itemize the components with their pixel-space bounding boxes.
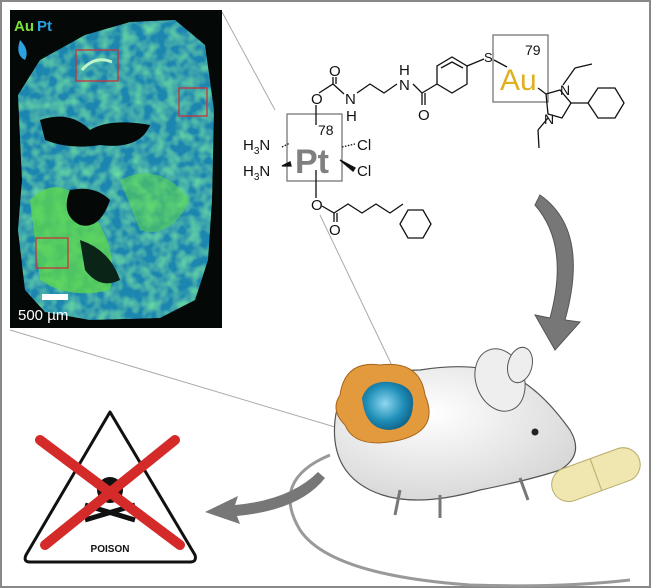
svg-text:N: N [560, 82, 570, 98]
pt-symbol: Pt [295, 143, 329, 181]
svg-text:O: O [311, 91, 323, 108]
svg-text:H: H [346, 108, 357, 125]
legend-au: Au [14, 18, 34, 35]
poison-sign: POISON [23, 410, 197, 564]
svg-text:O: O [311, 197, 323, 214]
svg-text:Cl: Cl [357, 137, 371, 154]
au-element-box [492, 34, 549, 103]
arrow-down-icon [534, 194, 582, 351]
roi-box [35, 237, 69, 269]
legend-pt: Pt [37, 18, 52, 35]
poison-label: POISON [91, 544, 130, 555]
pt-element-box [286, 113, 343, 182]
roi-box [75, 49, 119, 82]
scale-bar-label: 500 µm [18, 307, 68, 324]
svg-text:H3N: H3N [243, 137, 270, 157]
scale-bar [42, 294, 68, 300]
roi-box [178, 87, 208, 117]
svg-text:N: N [399, 77, 410, 94]
svg-text:H3N: H3N [243, 163, 270, 183]
au-atomic-number: 79 [525, 42, 541, 58]
elemental-map-image: Au Pt 500 µm [10, 10, 222, 328]
chemical-structure [281, 34, 625, 239]
svg-text:N: N [345, 91, 356, 108]
svg-text:N: N [544, 111, 554, 127]
pt-atomic-number: 78 [318, 122, 334, 138]
pill-icon [551, 447, 641, 503]
mouse-illustration [288, 346, 641, 588]
au-symbol: Au [500, 64, 537, 97]
svg-text:O: O [329, 63, 341, 80]
prohibited-cross-icon [35, 435, 185, 550]
svg-text:O: O [329, 222, 341, 239]
svg-text:S: S [484, 50, 493, 65]
svg-text:Cl: Cl [357, 163, 371, 180]
arrow-left-icon [205, 472, 325, 524]
connector-lines [9, 11, 396, 431]
chemical-labels: 78 Pt 79 Au H3N H3N Cl Cl O O N H N H O … [243, 42, 570, 239]
svg-text:O: O [418, 107, 430, 124]
svg-text:H: H [399, 62, 410, 79]
